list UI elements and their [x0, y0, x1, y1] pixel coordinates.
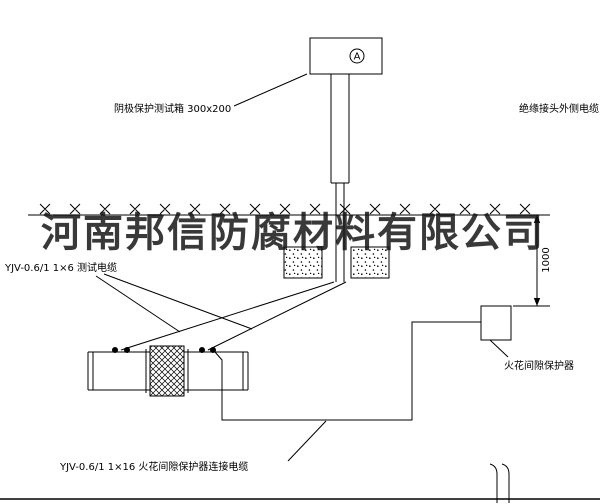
- pipeline: [87, 345, 249, 397]
- test-cable-leader-2: [103, 273, 253, 330]
- pipe-riser-symbol: [501, 463, 510, 503]
- insulated-joint-cable-label: 绝缘接头外侧电缆: [519, 102, 599, 115]
- dim-arrow-top: [533, 215, 541, 223]
- test-cable-label: YJV-0.6/1 1×6 测试电缆: [4, 261, 117, 274]
- ground-level: [28, 203, 531, 216]
- dim-value: 1000: [541, 247, 552, 272]
- concrete-block-right: [350, 246, 390, 279]
- test-box-outline: [309, 37, 383, 75]
- dimension-1000: 1000: [513, 214, 552, 307]
- protector-cable-leader: [287, 420, 327, 462]
- spark-gap-protector-group: [214, 305, 512, 462]
- insulating-joint: [149, 345, 185, 397]
- test-box-leader-line: [233, 73, 308, 107]
- test-cable-line-1: [120, 281, 335, 351]
- ground-hatch-marks: [39, 203, 531, 215]
- company-watermark: 河南邦信防腐材料有限公司: [41, 209, 545, 256]
- protector-cable-label: YJV-0.6/1 1×16 火花间隙保护器连接电缆: [59, 460, 248, 473]
- test-cable-leader-1: [95, 275, 181, 333]
- test-cables: [95, 273, 347, 353]
- spark-gap-protector: [480, 305, 512, 341]
- ammeter-symbol-circle: [349, 48, 365, 64]
- dim-arrow-bottom: [533, 298, 541, 306]
- labels: 阴极保护测试箱 300x200 绝缘接头外侧电缆 YJV-0.6/1 1×6 测…: [4, 73, 599, 473]
- spark-gap-protector-label: 火花间隙保护器: [504, 359, 574, 372]
- cathodic-test-box: A: [309, 37, 383, 75]
- ammeter-letter: A: [354, 52, 361, 63]
- concrete-blocks: [283, 246, 390, 279]
- frame: [0, 463, 600, 503]
- concrete-block-left: [283, 246, 323, 279]
- test-cable-line-2: [207, 281, 347, 351]
- riser-conduit: [330, 74, 350, 282]
- test-box-label: 阴极保护测试箱 300x200: [114, 102, 231, 115]
- protector-leader-line: [489, 339, 509, 358]
- pipe-riser-symbol: [489, 463, 498, 503]
- protector-cable-run: [214, 321, 481, 421]
